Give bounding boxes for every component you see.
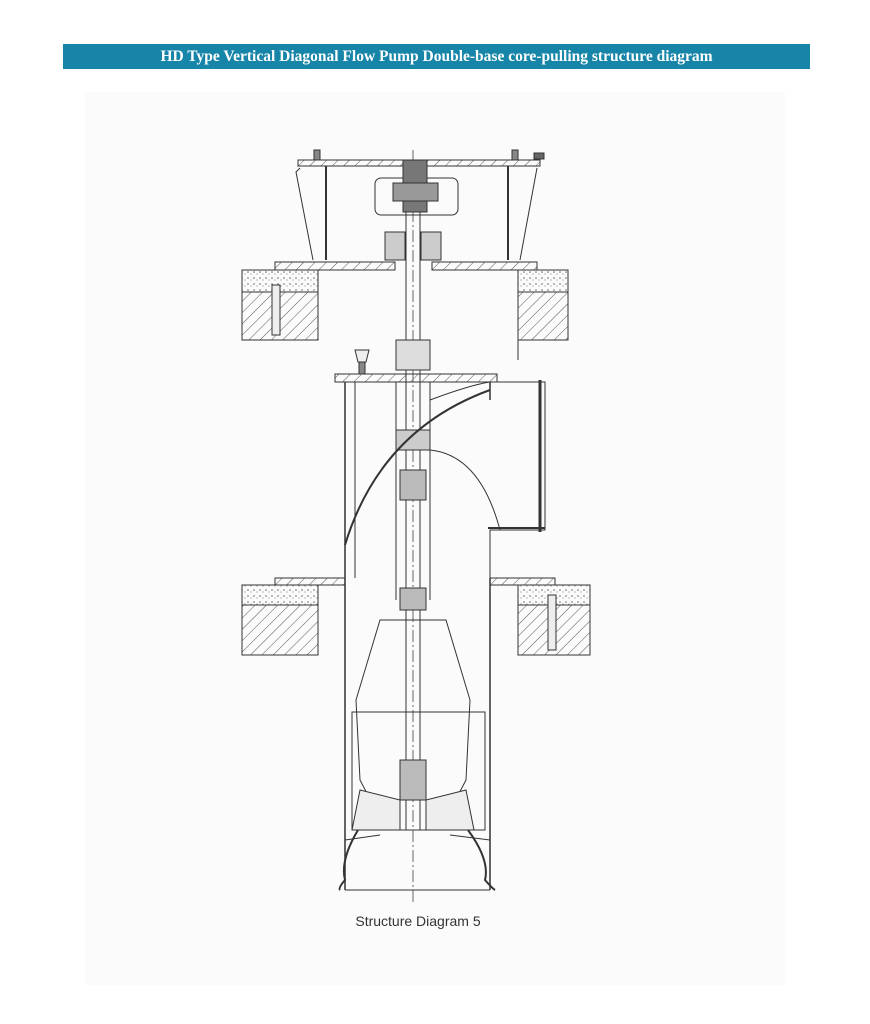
- diagram-caption: Structure Diagram 5: [355, 913, 481, 929]
- pump-casing: [334, 373, 498, 891]
- bell-mouth: [338, 829, 496, 891]
- coupling: [374, 159, 459, 216]
- discharge-elbow: [429, 380, 546, 578]
- upper-base-plate: [241, 261, 569, 360]
- upper-bearing-seal: [384, 231, 442, 261]
- bearing-housing: [354, 339, 431, 375]
- title-banner: HD Type Vertical Diagonal Flow Pump Doub…: [63, 44, 810, 69]
- lower-base-plate: [241, 577, 591, 656]
- impeller: [351, 789, 475, 831]
